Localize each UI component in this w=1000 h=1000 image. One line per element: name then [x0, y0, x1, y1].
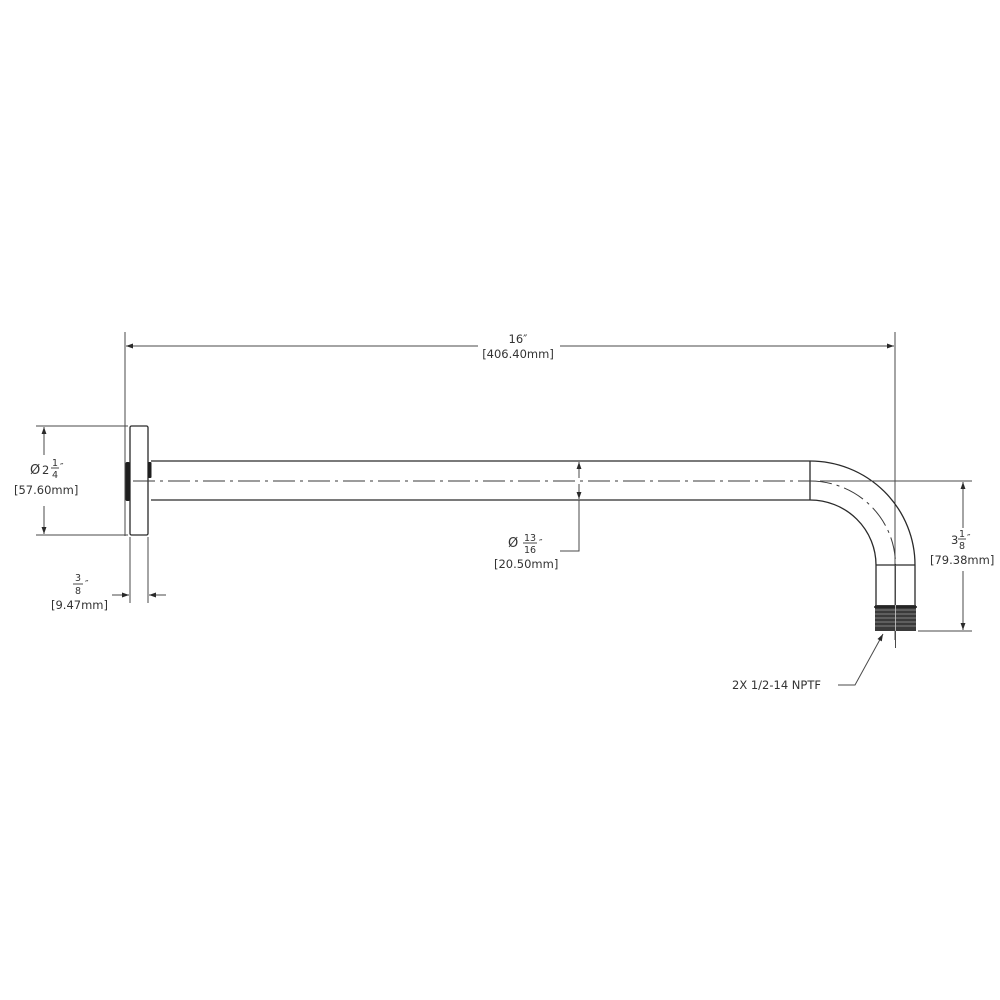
overall-length-metric: [406.40mm]	[482, 347, 554, 361]
flange-diameter-dimension: Ø 2 1 4 ″ [57.60mm]	[14, 425, 128, 536]
flange-thickness-metric: [9.47mm]	[51, 598, 108, 612]
drop-height-den: 8	[959, 541, 965, 552]
flange-gasket	[125, 462, 130, 501]
flange-thickness-num: 3	[75, 573, 81, 584]
diameter-symbol: Ø	[508, 536, 518, 551]
elbow-inner-arc	[809, 499, 877, 566]
drop-height-unit: ″	[967, 533, 971, 544]
callout-leader	[838, 633, 884, 686]
flange-diameter-whole: 2	[42, 463, 49, 477]
diameter-symbol: Ø	[30, 463, 40, 478]
drop-height-num: 1	[959, 529, 965, 540]
elbow-outer-arc	[809, 460, 916, 566]
pipe-diameter-den: 16	[524, 545, 536, 556]
flange-thickness-den: 8	[75, 586, 81, 597]
drop-height-metric: [79.38mm]	[930, 553, 994, 567]
pipe-diameter-metric: [20.50mm]	[494, 557, 558, 571]
outlet-threads	[874, 605, 917, 631]
shower-arm	[133, 460, 917, 648]
pipe-diameter-dimension: Ø 13 16 ″ [20.50mm]	[494, 462, 582, 571]
flange-thickness-dimension: 3 8 ″ [9.47mm]	[51, 537, 166, 612]
flange-thickness-unit: ″	[85, 579, 89, 590]
overall-length-dimension: 16″ [406.40mm]	[124, 332, 896, 640]
flange-diameter-unit: ″	[60, 462, 64, 473]
thread-callout-label: 2X 1/2-14 NPTF	[732, 678, 821, 692]
drop-height-dimension: 3 1 8 ″ [79.38mm]	[820, 480, 994, 632]
pipe-diameter-num: 13	[524, 533, 536, 544]
thread-callout: 2X 1/2-14 NPTF	[732, 633, 884, 692]
flange-diameter-num: 1	[52, 458, 58, 469]
drop-height-whole: 3	[951, 533, 958, 547]
flange-set-screw	[148, 462, 152, 478]
leader-line	[560, 500, 580, 552]
flange-diameter-den: 4	[52, 470, 58, 481]
pipe-diameter-unit: ″	[539, 538, 543, 549]
overall-length-imperial: 16″	[509, 332, 529, 346]
elbow-centerline	[809, 480, 896, 566]
flange-diameter-metric: [57.60mm]	[14, 483, 78, 497]
